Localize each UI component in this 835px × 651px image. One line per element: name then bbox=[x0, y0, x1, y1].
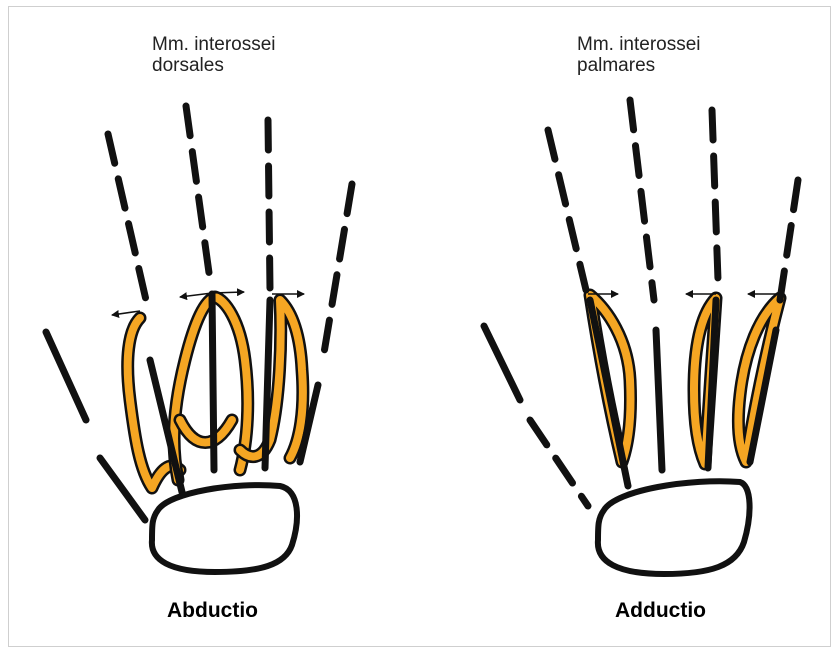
palmar-label-line1: Mm. interossei bbox=[577, 34, 701, 55]
palmar-label-line2: palmares bbox=[577, 55, 701, 76]
right-thumb-bones bbox=[484, 326, 588, 506]
dorsal-interossei-label: Mm. interossei dorsales bbox=[152, 34, 276, 76]
left-hand bbox=[46, 106, 352, 572]
left-index-bones bbox=[108, 134, 182, 492]
dorsal-label-line2: dorsales bbox=[152, 55, 276, 76]
left-little-bones bbox=[300, 184, 352, 462]
dorsal-label-line1: Mm. interossei bbox=[152, 34, 276, 55]
palmar-interossei-label: Mm. interossei palmares bbox=[577, 34, 701, 76]
right-carpal bbox=[598, 481, 750, 574]
right-ring-bones bbox=[708, 110, 718, 468]
abductio-title: Abductio bbox=[167, 599, 258, 623]
adductio-title: Adductio bbox=[615, 599, 706, 623]
left-middle-bones bbox=[186, 106, 214, 470]
left-ring-bones bbox=[265, 120, 270, 468]
right-hand bbox=[484, 100, 798, 574]
left-carpal bbox=[152, 485, 297, 572]
